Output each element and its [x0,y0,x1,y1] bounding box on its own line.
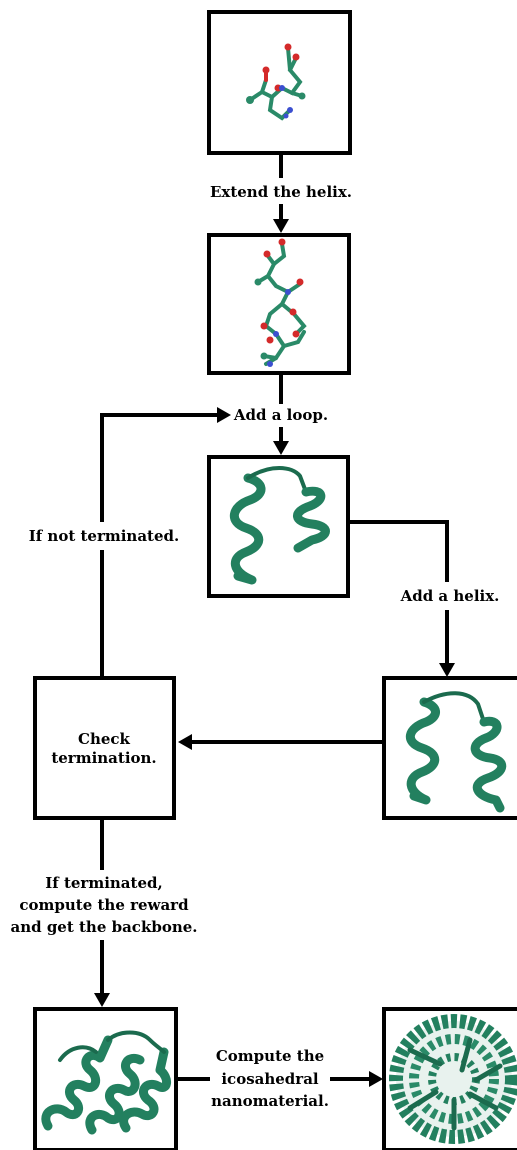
connector-add-helix [348,520,449,582]
two-helix-ribbon-icon [406,691,507,813]
check-termination-line1: Check [78,730,131,748]
arrowhead-to-box4 [439,663,455,677]
peptide-fragment-icon [246,43,306,121]
extended-helix-peptide-icon [254,238,307,367]
arrowhead-to-check [178,734,192,750]
arrowhead-to-box3 [273,441,289,455]
arrowhead-to-nanomaterial [369,1071,383,1087]
label-if-terminated-line1: If terminated, [45,874,162,892]
label-if-terminated-line3: and get the backbone. [10,918,197,936]
label-add-loop: Add a loop. [233,406,328,424]
box-check-termination [33,676,176,820]
arrowhead-to-add-loop [217,407,231,423]
check-termination-line2: termination. [51,749,156,767]
nanomaterial-cage-icon [389,1014,517,1144]
label-if-not-terminated: If not terminated. [29,527,180,545]
arrowhead-to-backbone [94,993,110,1007]
box-two-helices [382,676,517,820]
label-extend-helix: Extend the helix. [210,183,352,201]
backbone-bundle-ribbon-icon [41,1030,171,1135]
label-compute-line1: Compute the [216,1047,324,1065]
label-add-helix: Add a helix. [400,587,500,605]
box-initial-peptide [207,10,352,155]
label-if-terminated-line2: compute the reward [19,896,189,914]
helix-loop-ribbon-icon [230,466,330,585]
box-final-backbone [33,1007,178,1150]
label-compute-line3: nanomaterial. [211,1092,329,1110]
connector-loopback-top [100,413,218,522]
label-compute-line2: icosahedral [221,1070,319,1088]
arrowhead-to-box2 [273,219,289,233]
